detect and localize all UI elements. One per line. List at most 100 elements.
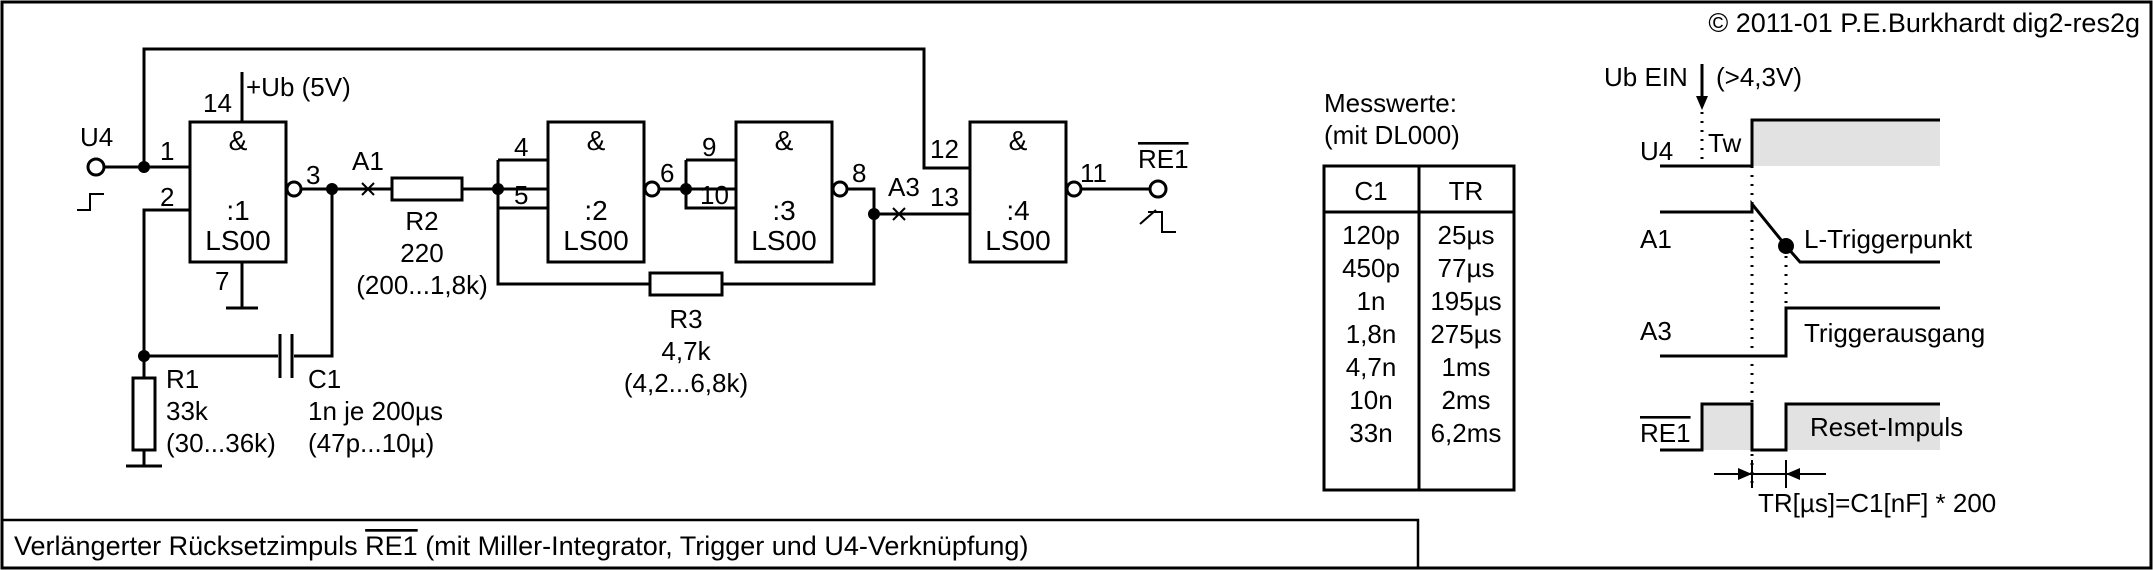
table-cell: 6,2ms xyxy=(1431,418,1502,448)
table-cell: 25µs xyxy=(1438,220,1495,250)
gate-1-index: :1 xyxy=(226,195,249,226)
tr-arrow-left xyxy=(1738,468,1752,480)
r3-value: 4,7k xyxy=(661,336,711,366)
table-row: 1n 195µs xyxy=(1357,286,1502,316)
tr-formula: TR[µs]=C1[nF] * 200 xyxy=(1758,488,1996,518)
gate-2: & :2 LS00 4 5 6 xyxy=(514,120,674,264)
r1-value: 33k xyxy=(166,396,209,426)
gate-3-pin-in-b: 10 xyxy=(700,180,729,210)
gate-1: & :1 LS00 1 2 3 14 7 xyxy=(160,88,320,296)
table-cell: 1ms xyxy=(1441,352,1490,382)
trigger-point-marker xyxy=(1778,238,1794,254)
c1-name: C1 xyxy=(308,364,341,394)
table-row: 10n 2ms xyxy=(1349,385,1490,415)
copyright-text: © 2011-01 P.E.Burkhardt dig2-res2g xyxy=(1708,8,2140,38)
gate-1-pin-vcc: 14 xyxy=(203,88,232,118)
gate-2-body xyxy=(546,120,646,264)
caption-box xyxy=(2,518,1420,568)
gate-3-symbol: & xyxy=(775,125,794,156)
gate-4-pin-in-b: 13 xyxy=(930,182,959,212)
wire-gate3-inputs xyxy=(684,160,736,210)
timing-tw-label: Tw xyxy=(1708,128,1741,158)
c1-value: 1n je 200µs xyxy=(308,396,443,426)
gate-1-type: LS00 xyxy=(205,225,270,256)
marker-a3 xyxy=(892,207,906,221)
junction-a1 xyxy=(326,183,338,195)
gate-4: & :4 LS00 12 13 11 xyxy=(930,120,1107,264)
re1-shade-right xyxy=(1786,404,1940,450)
measurements-title: Messwerte: xyxy=(1324,88,1457,118)
gate-1-pin-gnd: 7 xyxy=(215,266,229,296)
resistor-r3 xyxy=(648,271,724,297)
gate-1-inverter-bubble xyxy=(285,180,303,198)
table-row: 120p 25µs xyxy=(1342,220,1494,250)
gate-3-type: LS00 xyxy=(751,225,816,256)
r2-name: R2 xyxy=(405,206,438,236)
gate-3: & :3 LS00 9 10 8 xyxy=(700,120,866,264)
input-step-symbol xyxy=(77,193,104,211)
table-row: 4,7n 1ms xyxy=(1346,352,1491,382)
timing-signal-a3: A3 xyxy=(1640,316,1672,346)
wire-c1-right xyxy=(294,189,334,358)
timing-diagram: Ub EIN (>4,3V) U4 A1 A3 RE1 Tw L-Trigger… xyxy=(1604,62,1996,518)
gate-2-type: LS00 xyxy=(563,225,628,256)
table-cell: 2ms xyxy=(1441,385,1490,415)
gate-4-type: LS00 xyxy=(985,225,1050,256)
tr-arrow-right xyxy=(1786,468,1800,480)
circuit: U4 & :1 LS00 1 2 3 14 7 +Ub (5V) xyxy=(77,47,1189,468)
output-label-re1: RE1 xyxy=(1138,144,1189,174)
gate-4-body xyxy=(968,120,1068,264)
wire-gate3-out xyxy=(847,187,970,216)
output-terminal-re1 xyxy=(1148,179,1168,199)
input-label-u4: U4 xyxy=(80,122,113,152)
gate-4-symbol: & xyxy=(1009,125,1028,156)
marker-a1 xyxy=(361,182,375,196)
gate-4-pin-out: 11 xyxy=(1080,158,1107,188)
gate-2-index: :2 xyxy=(584,195,607,226)
table-cell: 195µs xyxy=(1430,286,1501,316)
table-row: 1,8n 275µs xyxy=(1346,319,1502,349)
gate-2-symbol: & xyxy=(587,125,606,156)
c1-range: (47p...10µ) xyxy=(308,428,434,458)
table-row: 33n 6,2ms xyxy=(1349,418,1501,448)
measurements-panel: Messwerte: (mit DL000) C1 TR 120p 25µs 4… xyxy=(1322,88,1516,492)
caption-signal: RE1 xyxy=(365,531,418,561)
wire-u4-feedback xyxy=(142,47,970,170)
gate-1-pin-in-a: 1 xyxy=(160,136,174,166)
trigger-output-label: Triggerausgang xyxy=(1804,318,1985,348)
table-cell: 1,8n xyxy=(1346,319,1397,349)
gate-3-pin-out: 8 xyxy=(852,158,866,188)
table-cell: 10n xyxy=(1349,385,1392,415)
gate-4-index: :4 xyxy=(1006,195,1029,226)
node-label-a1: A1 xyxy=(352,146,384,176)
timing-event-label: Ub EIN xyxy=(1604,62,1688,92)
measurements-subtitle: (mit DL000) xyxy=(1324,120,1460,150)
u4-high-shade xyxy=(1752,120,1940,166)
re1-shade-left xyxy=(1702,404,1752,450)
power-on-arrow-head xyxy=(1696,96,1708,110)
timing-signal-u4: U4 xyxy=(1640,136,1673,166)
resistor-r1 xyxy=(131,376,157,452)
reset-pulse-label: Reset-Impuls xyxy=(1810,412,1963,442)
gate-2-pin-in-b: 5 xyxy=(514,180,528,210)
gate-2-inverter-bubble xyxy=(643,180,661,198)
gate-1-pin-in-b: 2 xyxy=(160,182,174,212)
gate-3-pin-in-a: 9 xyxy=(702,132,716,162)
resistor-r2 xyxy=(390,176,464,202)
table-header-c1: C1 xyxy=(1354,176,1387,206)
gate-3-inverter-bubble xyxy=(831,180,849,198)
node-label-a3: A3 xyxy=(888,172,920,202)
r3-range: (4,2...6,8k) xyxy=(624,368,748,398)
wire-r3-right xyxy=(722,214,876,286)
wire-r3-left xyxy=(496,189,650,286)
table-row: 450p 77µs xyxy=(1342,253,1494,283)
output-step-symbol xyxy=(1148,211,1176,233)
gate-2-pin-in-a: 4 xyxy=(514,132,528,162)
r1-name: R1 xyxy=(166,364,199,394)
waveform-a1 xyxy=(1660,199,1940,264)
table-cell: 1n xyxy=(1357,286,1386,316)
table-cell: 120p xyxy=(1342,220,1400,250)
gate-3-index: :3 xyxy=(772,195,795,226)
